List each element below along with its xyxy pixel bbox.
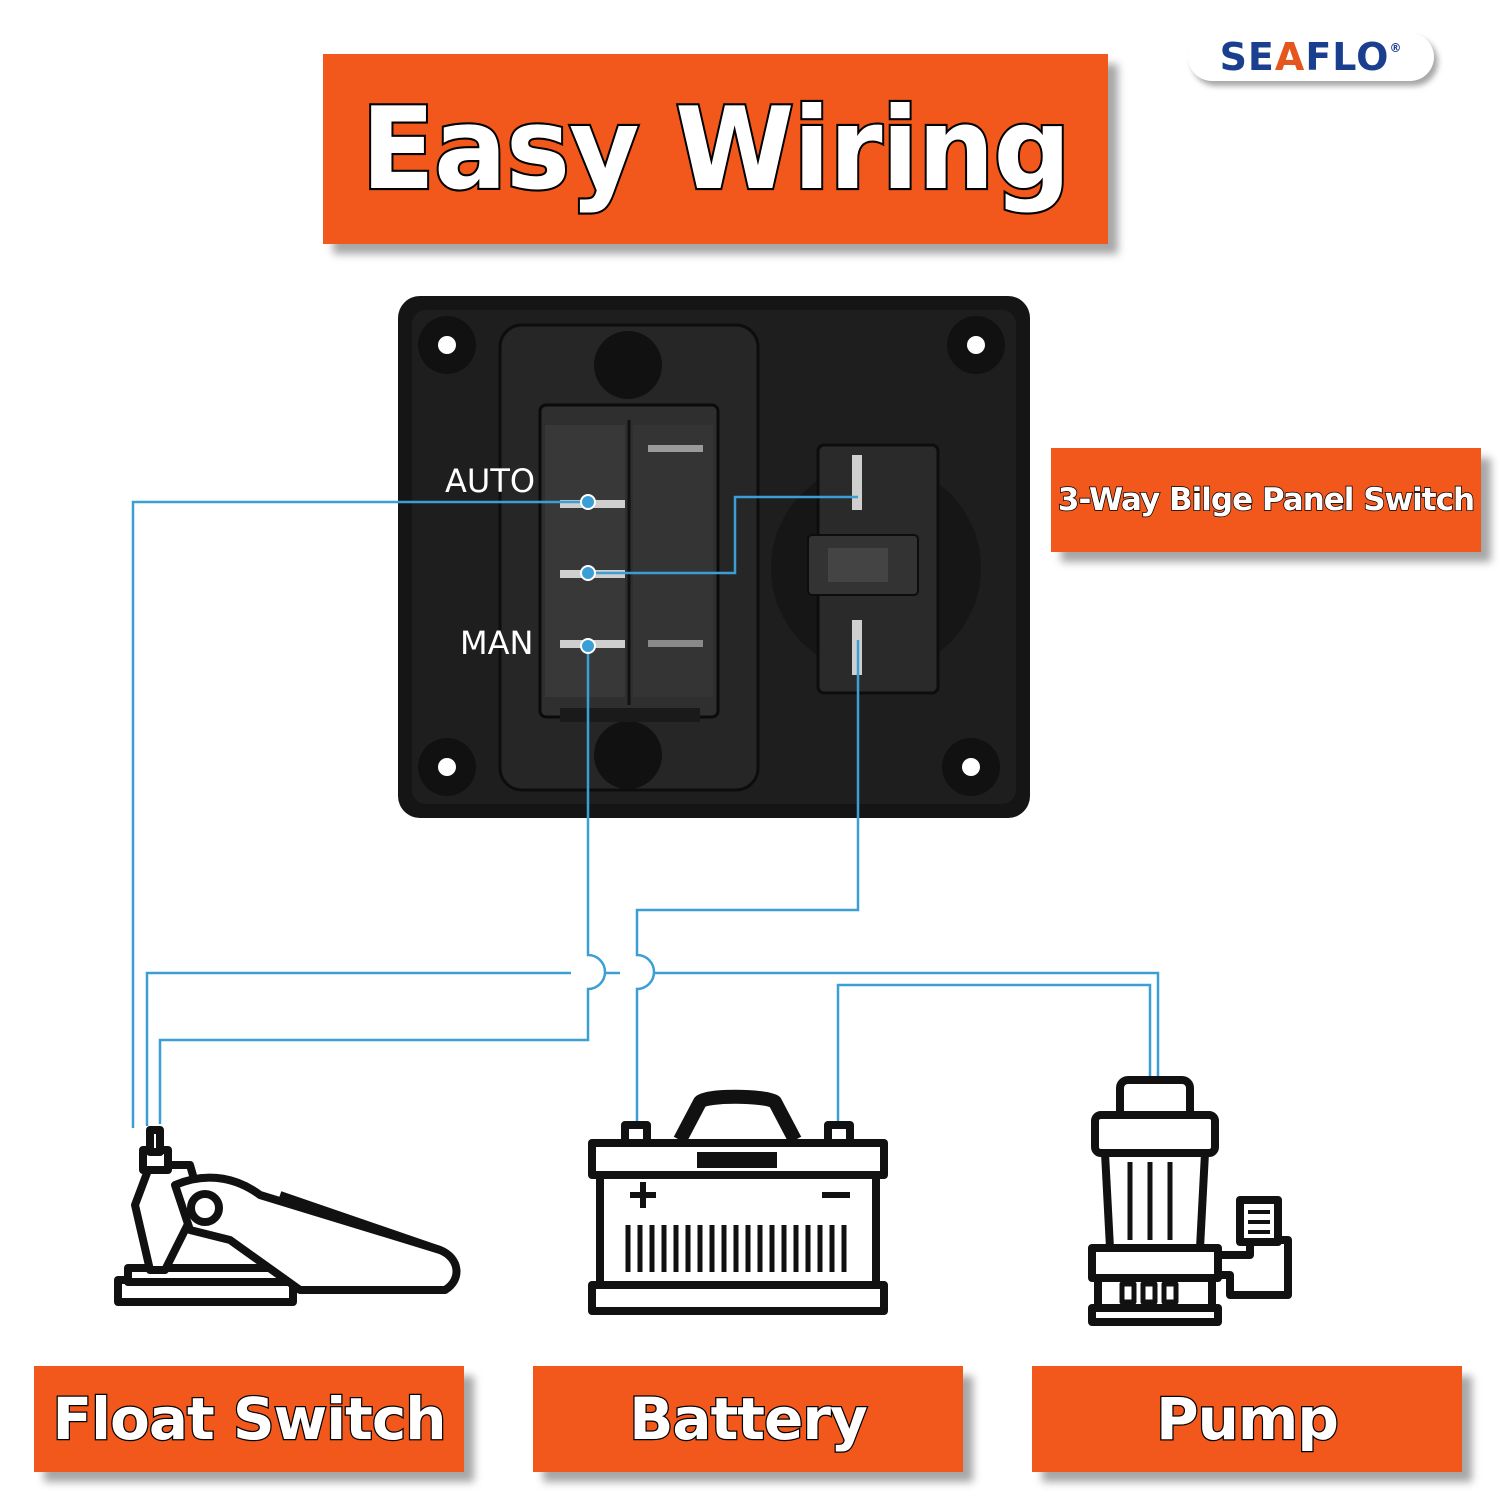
wire-man-to-float bbox=[158, 646, 607, 1124]
battery-banner: Battery bbox=[533, 1366, 963, 1472]
fuse-holder bbox=[771, 443, 981, 695]
auto-label: AUTO bbox=[445, 462, 535, 500]
wires bbox=[131, 495, 1160, 1128]
page-title: Easy Wiring bbox=[359, 81, 1073, 216]
auto-terminal-dot bbox=[580, 494, 596, 510]
wire-battery-to-pump bbox=[836, 983, 1152, 1125]
terminal-dots bbox=[580, 494, 596, 654]
rocker-switch bbox=[538, 403, 720, 722]
mounting-hole-icon bbox=[947, 316, 1005, 374]
pump-label: Pump bbox=[1155, 1384, 1340, 1455]
float-switch-banner: Float Switch bbox=[34, 1366, 464, 1472]
wire-fuse-to-battery bbox=[635, 640, 860, 1125]
wire-auto-to-float bbox=[131, 500, 588, 1128]
pump-banner: Pump bbox=[1032, 1366, 1462, 1472]
title-banner: Easy Wiring bbox=[323, 54, 1108, 244]
wire-float-to-pump bbox=[145, 971, 1160, 1126]
panel-switch-label: 3-Way Bilge Panel Switch bbox=[1057, 481, 1476, 519]
mounting-hole-icon bbox=[942, 738, 1000, 796]
man-label: MAN bbox=[460, 624, 533, 662]
man-terminal-dot bbox=[580, 638, 596, 654]
mounting-hole-icon bbox=[418, 738, 476, 796]
switch-panel bbox=[398, 296, 1030, 818]
battery-label: Battery bbox=[628, 1384, 869, 1455]
battery-icon bbox=[588, 1089, 888, 1315]
common-terminal-dot bbox=[580, 565, 596, 581]
float-switch-label: Float Switch bbox=[51, 1384, 448, 1455]
wire-common-to-fuse bbox=[588, 495, 858, 575]
pump-icon bbox=[1088, 1076, 1292, 1326]
panel-switch-banner: 3-Way Bilge Panel Switch bbox=[1051, 448, 1481, 552]
float-switch-icon bbox=[114, 1126, 461, 1306]
mounting-hole-icon bbox=[418, 316, 476, 374]
